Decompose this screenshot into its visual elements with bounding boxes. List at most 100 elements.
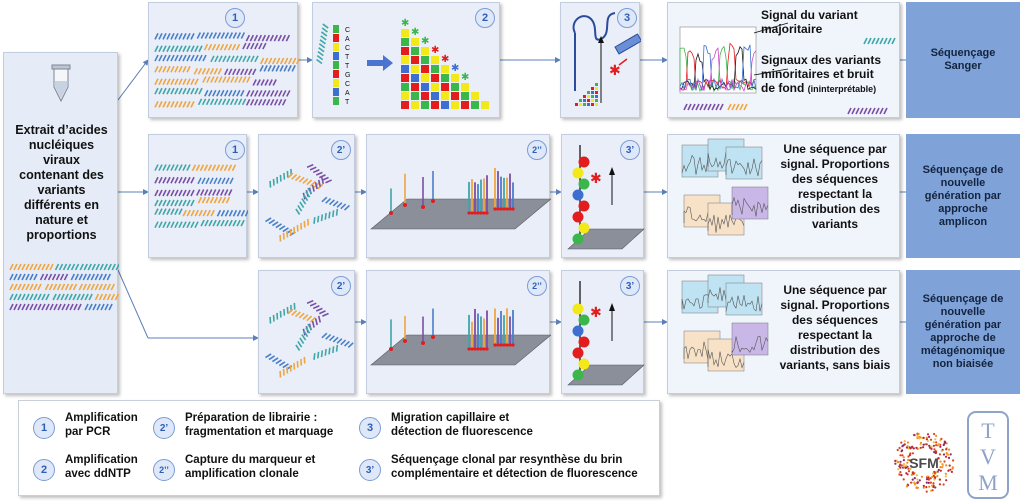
dna-strand [216, 209, 248, 217]
ddntp-base [401, 47, 409, 55]
ddntp-base [431, 83, 439, 91]
ddntp-base [411, 47, 419, 55]
electropherogram-chart [679, 22, 896, 115]
ddntp-base [591, 95, 594, 98]
nucleotide-bead [578, 178, 590, 190]
dna-strand [79, 263, 119, 271]
ddntp-base [583, 99, 586, 102]
dna-strand [259, 57, 299, 65]
step-badge: 1 [225, 8, 245, 28]
ddntp-base [451, 101, 459, 109]
ddntp-base [595, 103, 598, 106]
template-letter: A [345, 36, 350, 43]
step-badge: 2’’ [527, 140, 547, 160]
dna-strand [9, 293, 50, 301]
nucleotide-bead [578, 314, 590, 326]
flowcell-plate [567, 364, 645, 386]
method-label-sanger: Séquençage Sanger [906, 2, 1020, 118]
dna-strand [195, 189, 233, 196]
dna-strand [202, 76, 251, 83]
dna-strand [197, 196, 231, 204]
ddntp-base [411, 65, 419, 73]
panel-clonal-amplification-meta: 2’’ [366, 270, 551, 394]
panel-clonal-sequencing: 3’ ✱ [561, 134, 645, 258]
panel-capillary: 3 ✱ [560, 2, 641, 118]
ddntp-base [451, 83, 459, 91]
dna-strand [9, 273, 38, 281]
method-label-ngs-meta: Séquençage de nouvelle génération par ap… [906, 270, 1020, 394]
template-letter: A [345, 90, 350, 97]
fluorescence-signal: ✱ [590, 171, 602, 187]
ddntp-base [595, 83, 598, 86]
minority-strand [683, 103, 724, 111]
ddntp-base [587, 91, 590, 94]
ddntp-base [401, 29, 409, 37]
ddntp-base [421, 47, 429, 55]
dna-strand [223, 68, 257, 76]
step-badge: 3 [617, 8, 637, 28]
ddntp-base [401, 83, 409, 91]
dna-strand [242, 42, 267, 50]
terminator-marker: ✱ [421, 36, 429, 47]
clonal-cluster [493, 308, 515, 347]
resynthesis-icon: ✱ [567, 145, 645, 250]
ddntp-base [421, 83, 429, 91]
ddntp-base [461, 101, 469, 109]
dna-strand [9, 303, 46, 311]
panel-ngs-amplicon-result: Une séquence par signal. Proportions des… [667, 134, 900, 258]
source-dna-strands [9, 263, 119, 311]
ddntp-base [451, 92, 459, 100]
dna-fragments [154, 32, 299, 108]
template-letter: C [345, 45, 350, 52]
dna-strand [44, 283, 78, 291]
ngs-amplicon-result-text: Une séquence par signal. Proportions des… [780, 142, 890, 231]
arrow-icon [367, 55, 393, 71]
terminator-marker: ✱ [411, 27, 419, 38]
dna-strand [203, 43, 241, 51]
dna-strand [197, 98, 247, 106]
terminator-marker: ✱ [461, 72, 469, 83]
ddntp-base [579, 99, 582, 102]
panel-ngs-meta-result: Une séquence par signal. Proportions des… [667, 270, 900, 394]
ddntp-base [471, 92, 479, 100]
dna-strand [154, 189, 195, 197]
dna-strand [84, 303, 113, 311]
dna-strand [45, 303, 82, 311]
resynthesis-icon: ✱ [567, 281, 645, 386]
legend-badge: 2 [33, 459, 55, 481]
legend-badge: 2’’ [153, 459, 175, 481]
nucleotide-bead [572, 347, 584, 359]
ddntp-base [441, 92, 449, 100]
nucleotide-bead [572, 233, 584, 245]
dna-strand [154, 176, 195, 184]
method-label-ngs-amplicon: Séquençage de nouvelle génération par ap… [906, 134, 1020, 258]
dna-strand [279, 218, 310, 242]
step-badge: 2’’ [527, 276, 547, 296]
ddntp-base [401, 65, 409, 73]
step-badge: 3’ [620, 140, 640, 160]
ddntp-base [421, 92, 429, 100]
dna-strand [287, 308, 316, 323]
ddntp-base [401, 74, 409, 82]
dna-strand [306, 163, 332, 184]
ddntp-base [421, 101, 429, 109]
ddntp-base [461, 92, 469, 100]
ddntp-base [401, 56, 409, 64]
clonal-cluster [493, 168, 515, 211]
legend-panel: 1 Amplification par PCR 2 Amplification … [18, 400, 660, 496]
clonal-cluster [467, 175, 489, 215]
nucleotide-bead [578, 200, 590, 212]
dna-strand [295, 323, 313, 351]
template-base [333, 34, 339, 42]
majority-strand [863, 37, 896, 45]
step-badge: 2’ [331, 276, 351, 296]
ddntp-base [411, 92, 419, 100]
ddntp-base [411, 56, 419, 64]
minority-strand [727, 103, 748, 111]
ddntp-base [421, 65, 429, 73]
dna-fragments [154, 164, 248, 229]
legend-text: Séquençage clonal par resynthèse du brin… [391, 454, 638, 480]
read-signals-icon [681, 274, 769, 372]
ddntp-base [587, 103, 590, 106]
